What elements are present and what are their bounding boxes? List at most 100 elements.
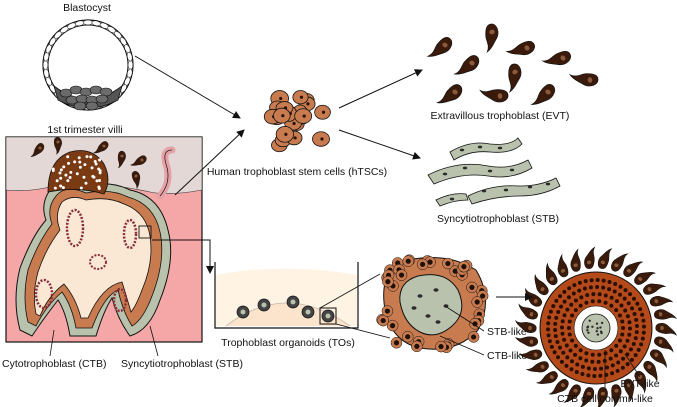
evt-nucleus	[529, 339, 534, 344]
evt-nucleus	[647, 364, 652, 369]
column-nucleus	[590, 359, 595, 364]
evt-nucleus	[654, 299, 659, 304]
column-nucleus	[570, 338, 575, 343]
evt-nucleus	[647, 287, 652, 292]
column-nucleus	[634, 330, 639, 335]
column-nucleus	[612, 289, 617, 294]
villi-icon	[5, 136, 203, 343]
column-nucleus	[640, 312, 645, 317]
column-nucleus	[585, 293, 590, 298]
column-nucleus	[625, 338, 630, 343]
column-nucleus	[82, 175, 86, 179]
organoid-nucleus	[393, 340, 400, 346]
stb-nucleus	[462, 166, 468, 170]
htsc-nucleus	[293, 136, 297, 140]
column-nucleus	[582, 286, 587, 291]
column-nucleus	[621, 326, 625, 330]
column-nucleus	[592, 366, 597, 371]
evt-nucleus	[658, 312, 663, 317]
evt-cell	[479, 89, 509, 103]
column-nucleus	[567, 319, 572, 324]
evt-nucleus	[560, 268, 566, 273]
icm-cell	[95, 94, 109, 104]
organoid-nucleus	[445, 260, 451, 267]
arrows	[134, 55, 533, 301]
column-nucleus	[597, 352, 602, 357]
column-nucleus	[625, 362, 630, 367]
column-nucleus	[66, 155, 70, 159]
column-nucleus	[564, 363, 569, 368]
stb-nucleus	[599, 326, 602, 329]
column-nucleus	[553, 327, 558, 332]
column-nucleus	[620, 365, 625, 370]
column-nucleus	[78, 160, 82, 164]
column-nucleus	[94, 162, 98, 166]
htsc-nucleus	[281, 114, 285, 118]
column-nucleus	[628, 292, 633, 297]
column-nucleus	[55, 179, 59, 183]
column-nucleus	[567, 332, 572, 337]
column-nucleus	[570, 359, 575, 364]
column-nucleus	[90, 166, 94, 170]
column-nucleus	[635, 301, 640, 306]
column-nucleus	[628, 347, 633, 352]
evt-nucleus	[56, 140, 60, 144]
organoid-evt-cell	[611, 253, 629, 272]
column-nucleus	[627, 332, 632, 337]
trophectoderm-cell	[83, 19, 93, 26]
evt-nucleus	[614, 388, 619, 393]
column-nucleus	[580, 372, 585, 377]
evt-nucleus	[140, 158, 144, 162]
column-nucleus	[622, 344, 627, 349]
column-nucleus	[608, 356, 613, 361]
evt-nucleus	[38, 146, 42, 150]
evt-nucleus	[560, 55, 566, 61]
column-nucleus	[67, 161, 71, 165]
column-nucleus	[77, 156, 81, 160]
column-nucleus	[555, 355, 560, 360]
column-nucleus	[98, 158, 102, 162]
stb-nucleus	[503, 188, 509, 192]
column-nucleus	[95, 179, 99, 183]
column-nucleus	[560, 331, 565, 336]
evt-cells-icon	[426, 23, 599, 105]
column-nucleus	[578, 303, 583, 308]
stb-nucleus	[435, 320, 441, 324]
column-nucleus	[548, 309, 553, 314]
column-nucleus	[568, 348, 573, 353]
column-nucleus	[626, 301, 631, 306]
column-nucleus	[584, 351, 589, 356]
organoid-evt-cell	[515, 336, 538, 347]
evt-cell	[485, 23, 499, 54]
column-nucleus	[560, 319, 565, 324]
evt-nucleus	[626, 268, 632, 273]
stb-nucleus	[591, 325, 594, 329]
stb-nucleus	[596, 333, 600, 336]
stb-like-label: STB-like	[487, 326, 527, 338]
organoid-nucleus	[390, 323, 396, 329]
evt-like-label: EVT-like	[620, 378, 659, 390]
column-nucleus	[61, 186, 65, 190]
column-nucleus	[93, 160, 97, 164]
column-nucleus	[78, 165, 82, 169]
column-nucleus	[98, 178, 102, 182]
organoid-evt-cell	[597, 248, 613, 269]
htsc-nucleus	[306, 102, 310, 106]
column-nucleus	[591, 292, 596, 297]
column-nucleus	[583, 279, 588, 284]
column-nucleus	[554, 298, 559, 303]
column-nucleus	[567, 286, 572, 291]
organoid-evt-cell	[557, 253, 569, 278]
column-nucleus	[73, 160, 77, 164]
stb-nucleus	[595, 322, 599, 325]
column-nucleus	[618, 349, 623, 354]
column-nucleus	[597, 299, 602, 304]
stb-nucleus	[487, 169, 493, 173]
leader-lines	[49, 273, 641, 390]
column-nucleus	[609, 295, 614, 300]
column-nucleus	[614, 343, 619, 348]
column-nucleus	[590, 299, 595, 304]
evt-nucleus	[497, 93, 503, 99]
column-nucleus	[592, 373, 597, 378]
blastocyst-label: Blastocyst	[63, 2, 111, 14]
